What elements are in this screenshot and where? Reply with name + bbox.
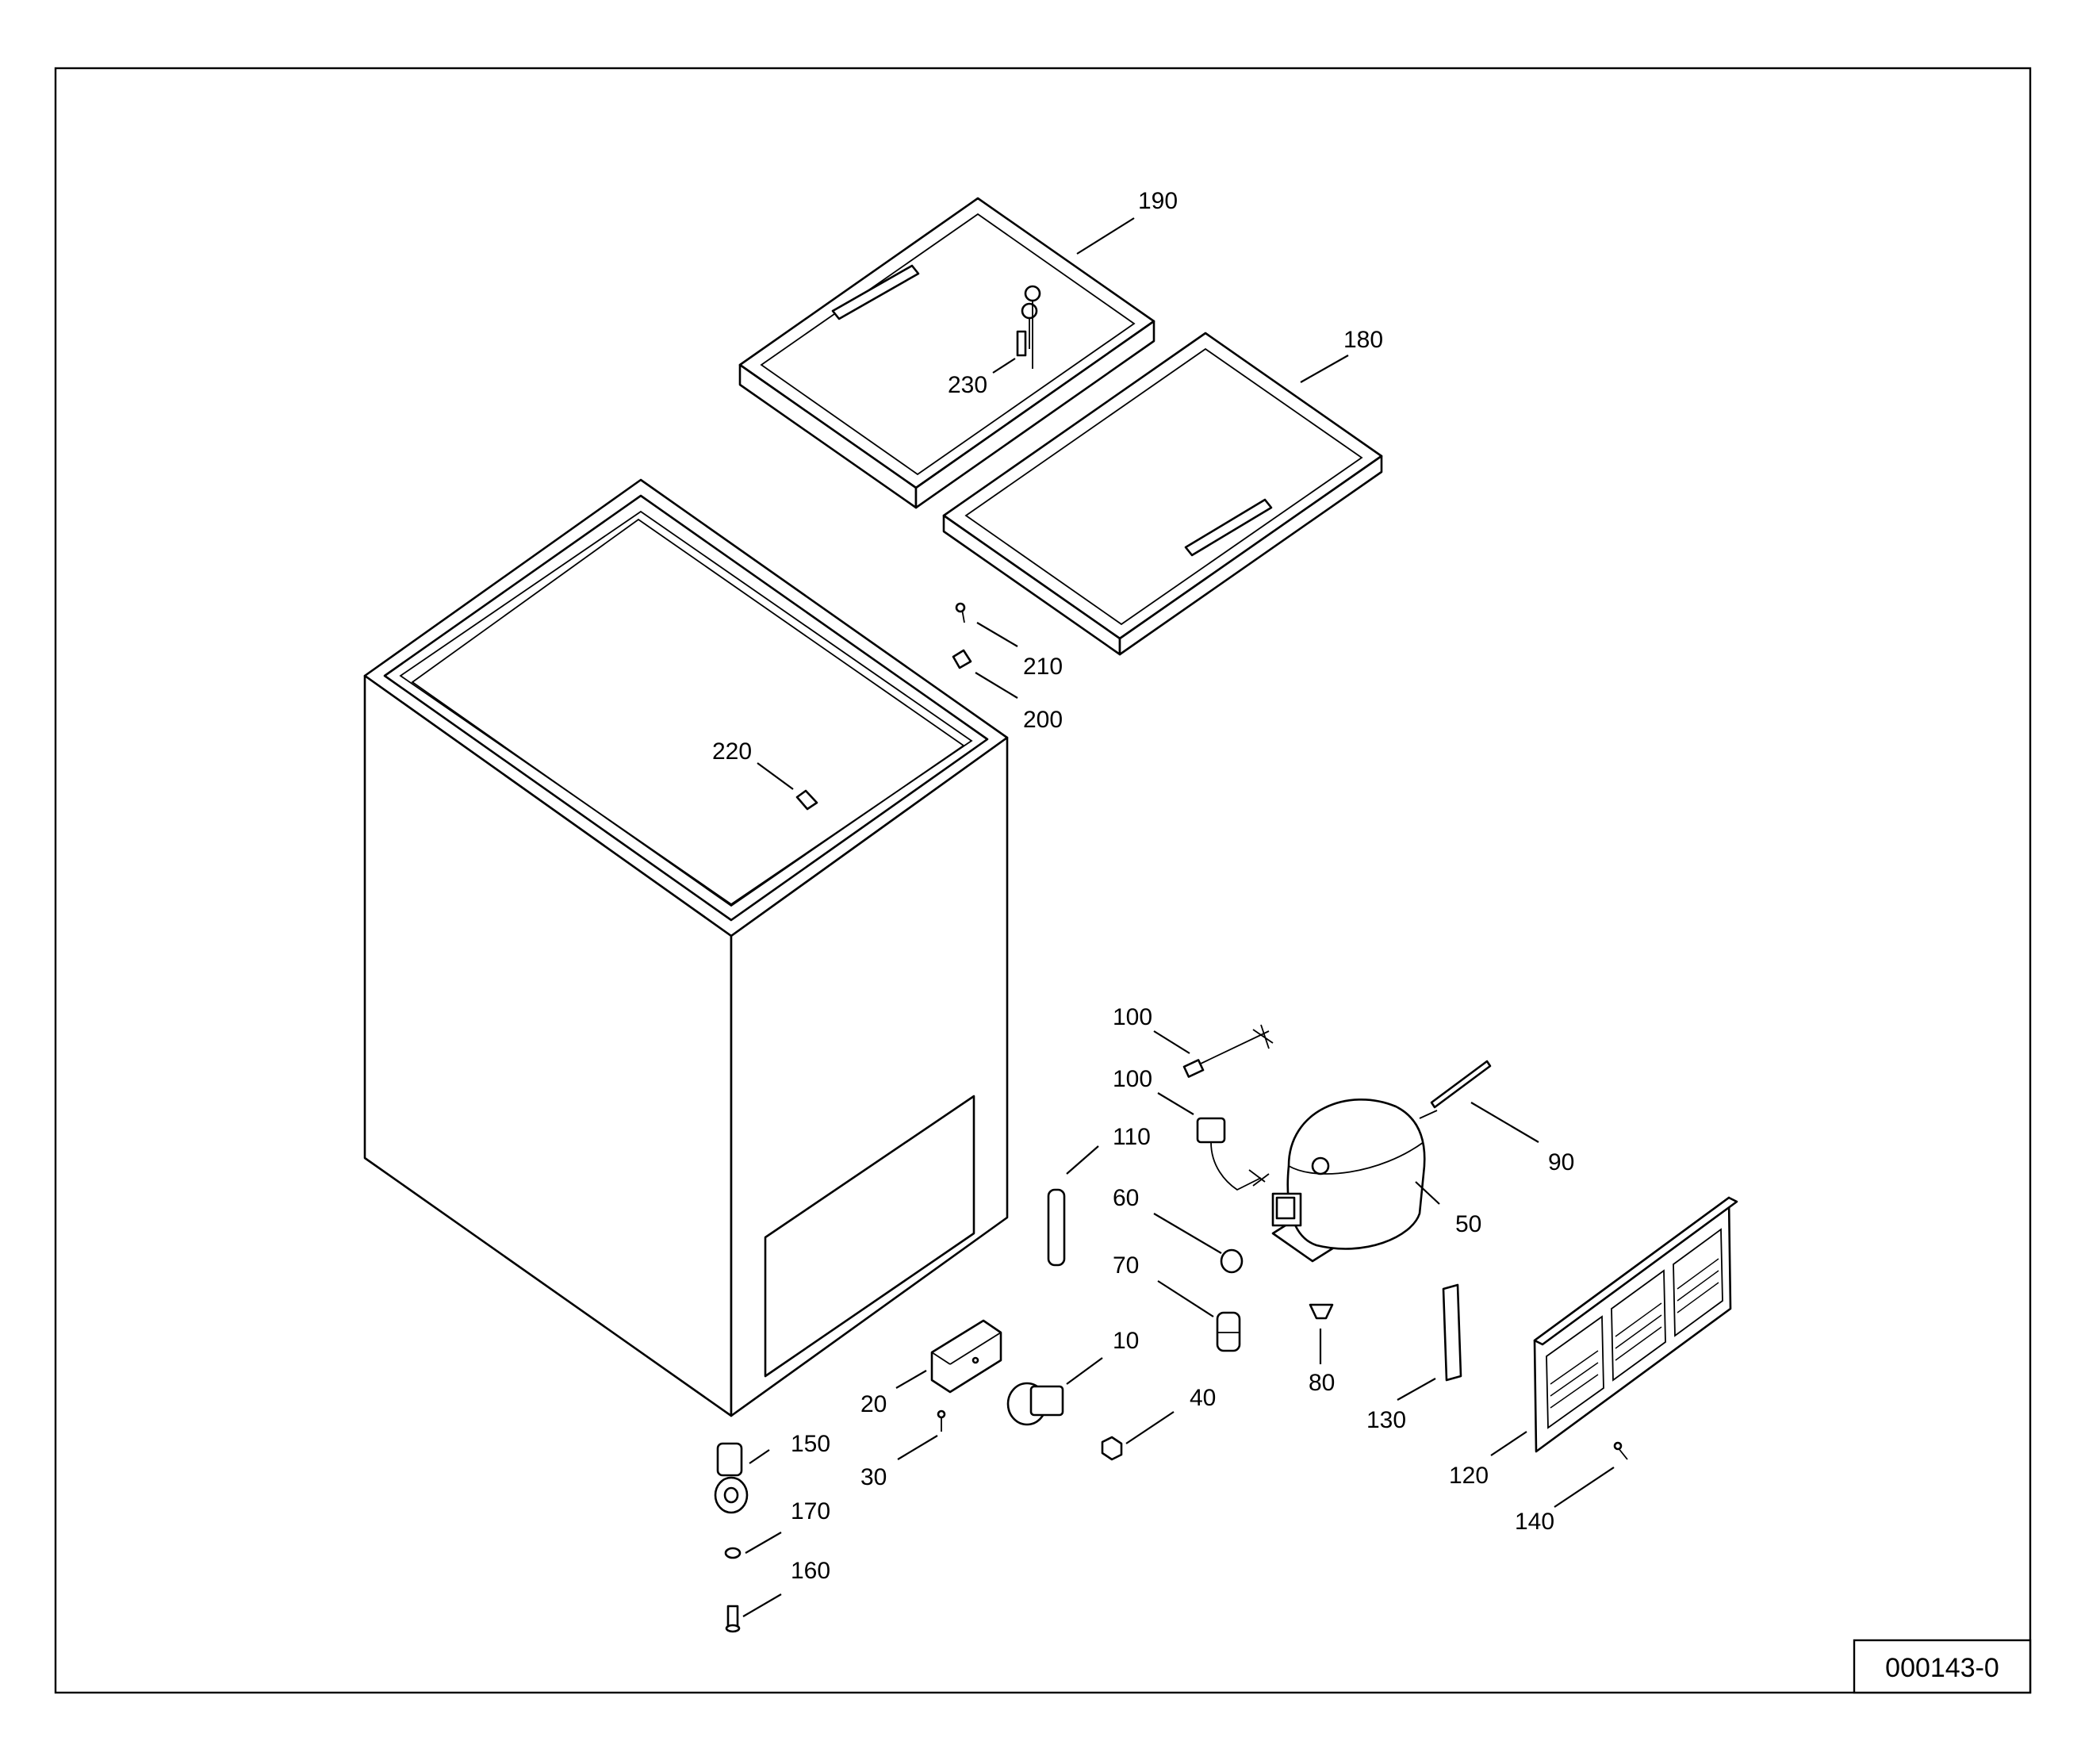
callout-90: 90 (1548, 1149, 1574, 1175)
lid-190 (738, 197, 1155, 509)
tube-90 (1430, 1060, 1492, 1109)
callout-140: 140 (1515, 1509, 1554, 1535)
callout-10: 10 (1113, 1328, 1139, 1354)
callout-labels: 190 180 230 210 200 220 100 100 110 90 6… (712, 188, 1574, 1584)
callout-190: 190 (1138, 188, 1178, 214)
bolt-160 (725, 1605, 741, 1633)
callout-70: 70 (1113, 1252, 1139, 1279)
switch-box-20 (930, 1319, 1002, 1394)
freezer-cabinet (363, 478, 1009, 1417)
callout-160: 160 (791, 1558, 830, 1584)
callout-130: 130 (1366, 1407, 1406, 1433)
castor-150 (714, 1442, 749, 1514)
compressor-50 (1271, 1099, 1438, 1263)
screw-210 (955, 602, 966, 623)
callout-20: 20 (860, 1391, 887, 1417)
power-cord-100b (1196, 1117, 1270, 1191)
drawing-frame (54, 67, 2032, 1694)
screw-140 (1613, 1441, 1628, 1460)
callout-60: 60 (1113, 1185, 1139, 1211)
washer-170 (724, 1547, 742, 1559)
callout-210: 210 (1023, 654, 1063, 680)
callout-170: 170 (791, 1498, 830, 1524)
grommet-60 (1220, 1248, 1244, 1274)
bracket-130 (1442, 1283, 1462, 1382)
lid-180 (942, 332, 1383, 656)
callout-40: 40 (1190, 1385, 1216, 1411)
reference-box: 000143-0 (1853, 1639, 2032, 1694)
rear-grille-120 (1533, 1196, 1738, 1453)
callout-80: 80 (1309, 1370, 1335, 1396)
leader-lines (742, 217, 1615, 1617)
callout-180: 180 (1343, 327, 1383, 353)
plug-220 (795, 789, 818, 811)
callout-200: 200 (1023, 707, 1063, 733)
filter-drier-110 (1047, 1188, 1066, 1267)
callout-30: 30 (860, 1464, 887, 1490)
power-cord-100a (1182, 1024, 1274, 1078)
thermostat-10 (1006, 1382, 1064, 1426)
callout-150: 150 (791, 1431, 830, 1457)
foot-80 (1309, 1303, 1334, 1320)
callout-100a: 100 (1113, 1004, 1152, 1030)
hinge-block-200 (952, 649, 972, 669)
callout-220: 220 (712, 738, 752, 765)
callout-230: 230 (948, 372, 987, 398)
screw-30 (937, 1409, 946, 1432)
key-icon (1016, 285, 1041, 369)
callout-110: 110 (1113, 1124, 1151, 1150)
nut-40 (1101, 1436, 1123, 1461)
callout-100b: 100 (1113, 1066, 1152, 1092)
callout-120: 120 (1449, 1463, 1489, 1489)
clip-70 (1216, 1311, 1241, 1352)
drawing-id: 000143-0 (1885, 1653, 1999, 1683)
callout-50: 50 (1455, 1211, 1481, 1237)
